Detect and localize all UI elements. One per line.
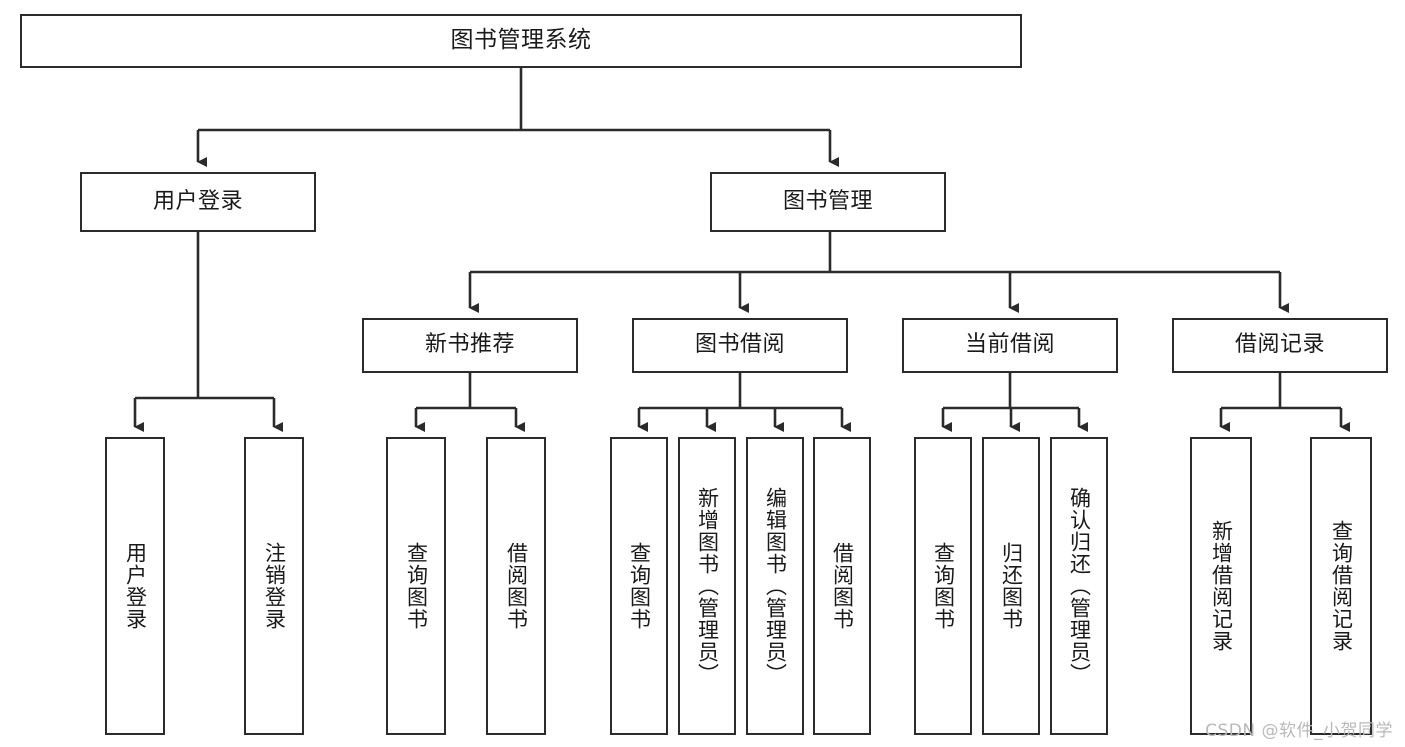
- leaf-borrow-add-book-label: 新增图书（管理员）: [695, 487, 720, 685]
- leaf-current-query-book[interactable]: 查询图书: [914, 437, 972, 735]
- node-borrow-record[interactable]: 借阅记录: [1172, 318, 1388, 373]
- node-user-login[interactable]: 用户登录: [80, 172, 316, 232]
- watermark-text: CSDN @软件_小贺同学: [1205, 721, 1393, 741]
- leaf-borrow-add-book[interactable]: 新增图书（管理员）: [678, 437, 736, 735]
- leaf-current-return-book[interactable]: 归还图书: [982, 437, 1040, 735]
- leaf-rec-borrow-book[interactable]: 借阅图书: [486, 437, 546, 735]
- leaf-borrow-query-book-label: 查询图书: [627, 542, 652, 630]
- node-user-login-label: 用户登录: [152, 188, 243, 214]
- leaf-borrow-edit-book-label: 编辑图书（管理员）: [763, 487, 788, 685]
- node-book-borrow[interactable]: 图书借阅: [632, 318, 848, 373]
- node-current-borrow-label: 当前借阅: [964, 332, 1055, 358]
- leaf-borrow-borrow-book-label: 借阅图书: [830, 542, 855, 630]
- leaf-record-query[interactable]: 查询借阅记录: [1310, 437, 1372, 735]
- leaf-current-confirm-return-label: 确认归还（管理员）: [1067, 487, 1092, 685]
- leaf-user-logout-label: 注销登录: [262, 542, 287, 630]
- node-new-book-rec[interactable]: 新书推荐: [362, 318, 578, 373]
- leaf-record-add-label: 新增借阅记录: [1209, 520, 1234, 652]
- leaf-rec-query-book[interactable]: 查询图书: [386, 437, 446, 735]
- leaf-record-add[interactable]: 新增借阅记录: [1190, 437, 1252, 735]
- leaf-borrow-edit-book[interactable]: 编辑图书（管理员）: [746, 437, 804, 735]
- node-book-borrow-label: 图书借阅: [694, 332, 785, 358]
- leaf-record-query-label: 查询借阅记录: [1329, 520, 1354, 652]
- node-current-borrow[interactable]: 当前借阅: [902, 318, 1118, 373]
- leaf-rec-query-book-label: 查询图书: [404, 542, 429, 630]
- node-borrow-record-label: 借阅记录: [1234, 332, 1325, 358]
- node-book-manage[interactable]: 图书管理: [710, 172, 946, 232]
- leaf-user-login-label: 用户登录: [123, 542, 148, 630]
- leaf-rec-borrow-book-label: 借阅图书: [504, 542, 529, 630]
- leaf-current-query-book-label: 查询图书: [931, 542, 956, 630]
- leaf-borrow-borrow-book[interactable]: 借阅图书: [813, 437, 871, 735]
- leaf-current-confirm-return[interactable]: 确认归还（管理员）: [1050, 437, 1108, 735]
- node-root[interactable]: 图书管理系统: [20, 14, 1022, 68]
- node-new-book-rec-label: 新书推荐: [424, 332, 515, 358]
- leaf-current-return-book-label: 归还图书: [999, 542, 1024, 630]
- leaf-user-login[interactable]: 用户登录: [105, 437, 165, 735]
- leaf-borrow-query-book[interactable]: 查询图书: [610, 437, 668, 735]
- node-book-manage-label: 图书管理: [782, 188, 873, 214]
- leaf-user-logout[interactable]: 注销登录: [244, 437, 304, 735]
- node-root-label: 图书管理系统: [450, 27, 592, 54]
